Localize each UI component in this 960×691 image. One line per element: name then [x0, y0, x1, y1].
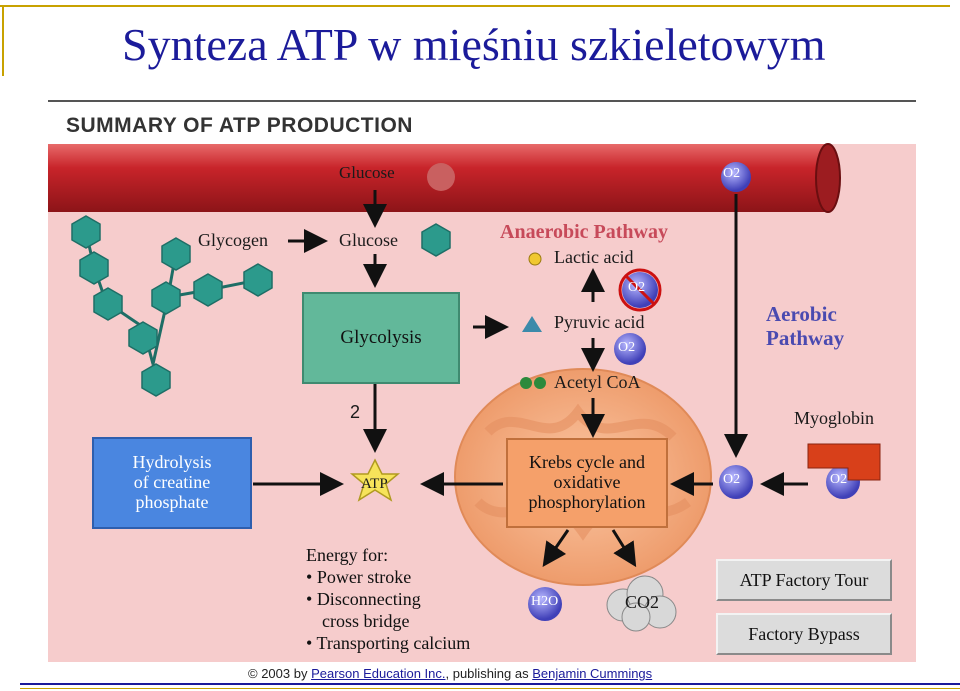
glucose-vessel-label: Glucose	[339, 163, 395, 182]
atp-summary-figure: SUMMARY OF ATP PRODUCTION	[48, 100, 916, 688]
myoglobin-label: Myoglobin	[794, 408, 875, 428]
figure-title: SUMMARY OF ATP PRODUCTION	[66, 114, 413, 137]
slide-title: Synteza ATP w mięśniu szkieletowym	[122, 19, 826, 70]
energy-list: Energy for: Power stroke Disconnecting c…	[306, 544, 470, 654]
hydrolysis-box: Hydrolysis of creatine phosphate	[92, 437, 252, 529]
acetyl-coa-dot-2	[534, 377, 546, 389]
pyruvic-acid-triangle	[522, 316, 542, 332]
o2-pyruvic-label: O2	[618, 340, 636, 355]
imprint-link[interactable]: Benjamin Cummings	[532, 666, 653, 681]
energy-item: cross bridge	[322, 611, 410, 631]
o2-blocked-label: O2	[628, 280, 646, 295]
o2-blocked-icon	[618, 268, 662, 312]
glycogen-label: Glycogen	[198, 230, 268, 250]
myoglobin-shape	[807, 443, 881, 481]
glucose-label: Glucose	[339, 230, 398, 250]
o2-myoglobin-label: O2	[830, 472, 848, 487]
lactic-acid-dot	[528, 252, 542, 266]
atp-label: ATP	[361, 476, 388, 492]
figure-header: SUMMARY OF ATP PRODUCTION	[48, 102, 916, 144]
flow-arrows	[253, 190, 808, 568]
bottom-rule	[20, 683, 960, 685]
title-rule-horizontal	[0, 5, 950, 7]
acetyl-coa-label: Acetyl CoA	[554, 372, 641, 392]
title-rule-vertical	[2, 6, 4, 76]
o2-krebs-label: O2	[723, 472, 741, 487]
energy-item: Disconnecting	[306, 588, 470, 610]
bottom-rule-accent	[20, 688, 960, 689]
o2-pyruvic-icon	[614, 333, 646, 365]
o2-krebs-icon	[719, 465, 753, 499]
lactic-acid-label: Lactic acid	[554, 247, 634, 267]
anaerobic-pathway-label: Anaerobic Pathway	[500, 221, 668, 243]
energy-item: Transporting calcium	[306, 632, 470, 654]
energy-item: Power stroke	[306, 566, 470, 588]
glucose-molecule-vessel	[427, 163, 455, 191]
atp-star	[349, 458, 401, 502]
pyruvic-acid-label: Pyruvic acid	[554, 312, 645, 332]
co2-label: CO2	[625, 592, 660, 612]
publishing-text: , publishing as	[445, 666, 533, 681]
o2-vessel-label: O2	[723, 166, 741, 181]
glucose-hexagon	[421, 223, 451, 257]
energy-heading: Energy for:	[306, 545, 389, 565]
o2-vessel-icon	[721, 162, 751, 192]
glycolysis-count: 2	[350, 402, 361, 422]
h2o-label: H2O	[531, 594, 559, 609]
acetyl-coa-dot-1	[520, 377, 532, 389]
factory-bypass-button[interactable]: Factory Bypass	[716, 613, 892, 655]
krebs-box: Krebs cycle and oxidative phosphorylatio…	[506, 438, 668, 528]
glycolysis-box: Glycolysis	[302, 292, 460, 384]
h2o-icon	[528, 587, 562, 621]
glycogen-chain	[71, 215, 273, 397]
publisher-link[interactable]: Pearson Education Inc.	[311, 666, 446, 681]
copyright-text: © 2003 by	[248, 666, 312, 681]
atp-factory-tour-button[interactable]: ATP Factory Tour	[716, 559, 892, 601]
co2-cloud	[606, 575, 677, 632]
